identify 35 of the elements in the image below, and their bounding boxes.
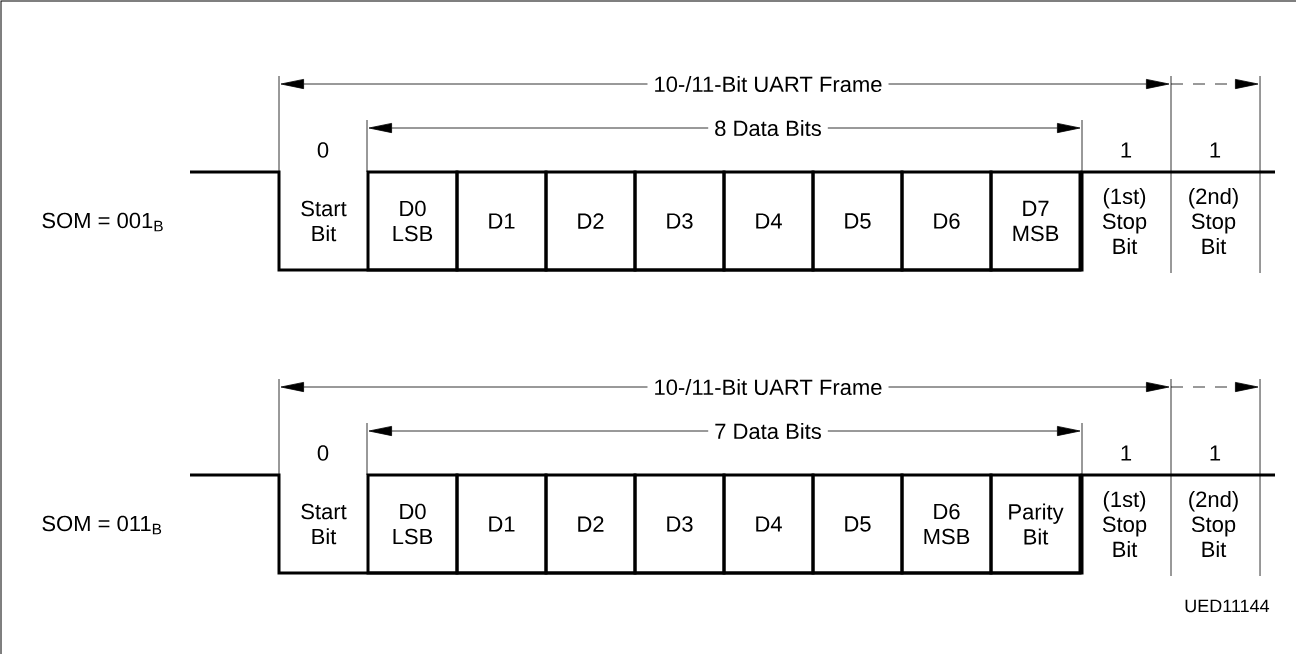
dimension-label: 10-/11-Bit UART Frame	[647, 69, 889, 99]
figure-code: UED11144	[1185, 599, 1270, 613]
bit-cell: D1	[455, 170, 548, 272]
bit-value: 1	[1121, 142, 1132, 158]
bit-cell: Start Bit	[301, 200, 347, 242]
bit-cell: (2nd) Stop Bit	[1189, 187, 1238, 255]
signal-label: SOM = 001$_{B}$	[42, 212, 163, 232]
bit-cell: (1st) Stop Bit	[1102, 187, 1147, 255]
dimension-label: 10-/11-Bit UART Frame	[647, 372, 889, 402]
bit-cell: D5	[811, 170, 904, 272]
bit-cell: Start Bit	[301, 503, 347, 545]
bit-cell: D4	[722, 473, 815, 575]
bit-cell: (1st) Stop Bit	[1102, 490, 1147, 558]
dimension-label: 8 Data Bits	[708, 113, 828, 143]
dimension-label: 7 Data Bits	[708, 416, 828, 446]
bit-cell: D5	[811, 473, 904, 575]
bit-value: 1	[1210, 142, 1221, 158]
bit-cell: D3	[633, 473, 726, 575]
signal-label: SOM = 011$_{B}$	[42, 515, 162, 535]
bit-value: 1	[1121, 445, 1132, 461]
bit-cell: D6 MSB	[900, 473, 993, 575]
bit-value: 0	[317, 445, 329, 461]
bit-cell: D0 LSB	[366, 473, 459, 575]
bit-cell: (2nd) Stop Bit	[1189, 490, 1238, 558]
bit-cell: D7 MSB	[989, 170, 1082, 272]
bit-value: 1	[1210, 445, 1221, 461]
bit-value: 0	[317, 142, 329, 158]
bit-cell: D3	[633, 170, 726, 272]
bit-cell: D0 LSB	[366, 170, 459, 272]
bit-cell: D4	[722, 170, 815, 272]
bit-cell: D2	[544, 170, 637, 272]
bit-cell: D6	[900, 170, 993, 272]
bit-cell: D2	[544, 473, 637, 575]
bit-cell: Parity Bit	[989, 473, 1082, 575]
bit-cell: D1	[455, 473, 548, 575]
